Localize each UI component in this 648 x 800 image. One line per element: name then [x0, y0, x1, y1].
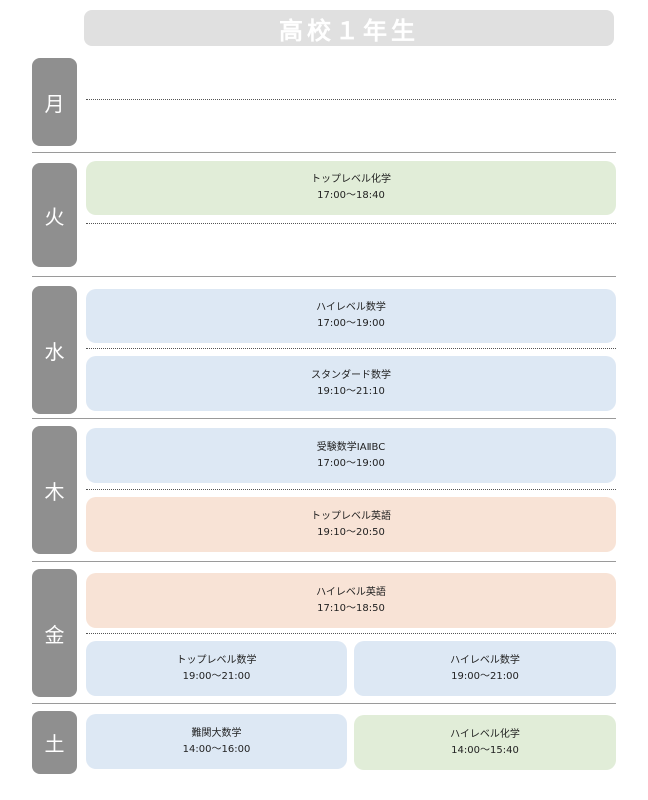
class-block-thu-2[interactable]: トップレベル英語 19:10～20:50	[86, 497, 616, 552]
slot-divider	[86, 489, 616, 490]
day-label-sat: 土	[32, 711, 77, 774]
class-time: 17:00～19:00	[317, 457, 385, 469]
day-label-wed: 水	[32, 286, 77, 414]
class-name: スタンダード数学	[311, 369, 391, 381]
day-label-fri: 金	[32, 569, 77, 697]
class-name: トップレベル数学	[176, 654, 257, 666]
slot-divider	[86, 223, 616, 224]
class-name: 受験数学ⅠAⅡBC	[316, 441, 386, 453]
class-name: 難関大数学	[191, 727, 242, 739]
class-time: 14:00～15:40	[451, 744, 519, 756]
class-name: トップレベル化学	[311, 174, 391, 185]
day-separator	[32, 418, 616, 419]
class-block-wed-2[interactable]: スタンダード数学 19:10～21:10	[86, 356, 616, 411]
class-block-thu-1[interactable]: 受験数学ⅠAⅡBC 17:00～19:00	[86, 428, 616, 483]
slot-divider	[86, 633, 616, 634]
slot-divider	[86, 348, 616, 349]
class-time: 17:00～19:00	[317, 318, 385, 329]
page-title: 高校１年生	[84, 10, 614, 46]
day-label-thu: 木	[32, 426, 77, 554]
class-time: 19:00～21:00	[451, 670, 519, 682]
class-block-sat-b[interactable]: ハイレベル化学 14:00～15:40	[354, 715, 616, 770]
day-label-tue: 火	[32, 163, 77, 267]
class-time: 19:10～20:50	[317, 526, 385, 538]
class-name: ハイレベル化学	[450, 728, 520, 740]
class-name: ハイレベル英語	[316, 586, 386, 598]
class-time: 19:00～21:00	[182, 670, 251, 682]
day-separator	[32, 561, 616, 562]
class-name: ハイレベル数学	[450, 654, 520, 666]
class-block-wed-1[interactable]: ハイレベル数学 17:00～19:00	[86, 289, 616, 343]
class-block-fri-2b[interactable]: ハイレベル数学 19:00～21:00	[354, 641, 616, 696]
class-name: トップレベル英語	[311, 510, 391, 522]
class-time: 17:00～18:40	[317, 190, 385, 201]
class-time: 14:00～16:00	[182, 743, 251, 755]
class-block-tue-1[interactable]: トップレベル化学 17:00～18:40	[86, 161, 616, 215]
class-name: ハイレベル数学	[316, 302, 386, 313]
class-block-fri-2a[interactable]: トップレベル数学 19:00～21:00	[86, 641, 347, 696]
day-label-mon: 月	[32, 58, 77, 146]
day-separator	[32, 276, 616, 277]
day-separator	[32, 703, 616, 704]
class-time: 19:10～21:10	[317, 385, 385, 397]
class-block-fri-1[interactable]: ハイレベル英語 17:10～18:50	[86, 573, 616, 628]
slot-divider	[86, 99, 616, 100]
class-block-sat-a[interactable]: 難関大数学 14:00～16:00	[86, 714, 347, 769]
class-time: 17:10～18:50	[317, 602, 385, 614]
day-separator	[32, 152, 616, 153]
